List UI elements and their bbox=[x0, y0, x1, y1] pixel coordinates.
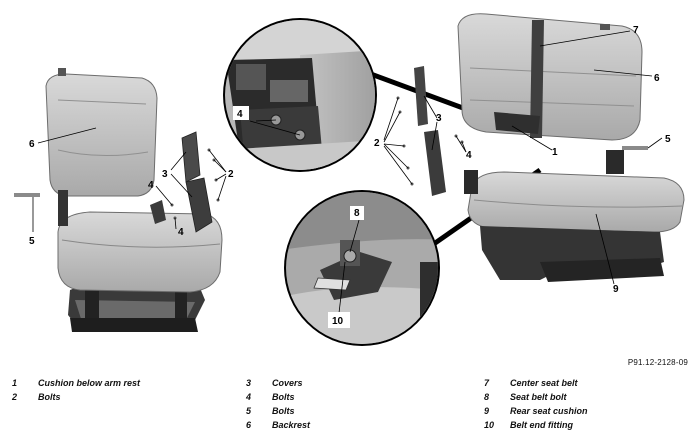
right-cover-lower bbox=[424, 130, 446, 196]
left-seat-base-frame bbox=[68, 282, 205, 332]
left-seat-callouts: 6 3 2 4 4 5 bbox=[29, 127, 234, 247]
callout-right-4: 4 bbox=[466, 150, 472, 161]
legend-label: Center seat belt bbox=[510, 378, 578, 388]
legend-number: 10 bbox=[484, 420, 495, 430]
legend-label: Backrest bbox=[272, 420, 311, 430]
right-center-seat-belt bbox=[530, 20, 544, 138]
right-seat-callouts: 7 6 3 2 4 1 5 9 bbox=[374, 25, 671, 295]
legend-label: Cushion below arm rest bbox=[38, 378, 141, 388]
callout-left-3: 3 bbox=[162, 169, 168, 180]
legend-label: Bolts bbox=[272, 406, 295, 416]
legend-number: 4 bbox=[246, 392, 252, 402]
legend-item: 6 Backrest bbox=[246, 418, 476, 432]
legend-label: Bolts bbox=[38, 392, 61, 402]
callout-right-5: 5 bbox=[665, 134, 671, 145]
legend-label: Rear seat cushion bbox=[510, 406, 588, 416]
callout-left-4b: 4 bbox=[178, 227, 184, 238]
legend-number: 2 bbox=[12, 392, 18, 402]
callout-zoom-bottom-10: 10 bbox=[332, 316, 344, 327]
legend-label: Bolts bbox=[272, 392, 295, 402]
legend-number: 1 bbox=[12, 378, 18, 388]
callout-left-2: 2 bbox=[228, 169, 234, 180]
callout-left-4a: 4 bbox=[148, 180, 154, 191]
callout-right-6: 6 bbox=[654, 73, 660, 84]
left-cover-lower bbox=[185, 177, 213, 233]
legend-item: 8 Seat belt bolt bbox=[484, 390, 700, 404]
legend-item: 2 Bolts bbox=[12, 390, 242, 404]
callout-zoom-bottom-8: 8 bbox=[354, 208, 360, 219]
legend-number: 7 bbox=[484, 378, 490, 388]
figure-code: P91.12-2128-09 bbox=[627, 358, 688, 367]
callout-right-2: 2 bbox=[374, 138, 380, 149]
right-seat-illustration bbox=[396, 13, 685, 282]
legend-item: 9 Rear seat cushion bbox=[484, 404, 700, 418]
left-cover-upper bbox=[181, 131, 201, 183]
right-rear-seat-cushion bbox=[467, 171, 685, 233]
legend-number: 3 bbox=[246, 378, 252, 388]
legend-label: Covers bbox=[272, 378, 303, 388]
legend-item: 3 Covers bbox=[246, 376, 476, 390]
right-cover-upper bbox=[414, 66, 428, 126]
legend-column-3: 7 Center seat belt 8 Seat belt bolt 9 Rear … bbox=[484, 376, 700, 432]
legend-item: 5 Bolts bbox=[246, 404, 476, 418]
legend-item: 1 Cushion below arm rest bbox=[12, 376, 242, 390]
exploded-seat-diagram: 6 3 2 4 4 5 4 bbox=[14, 13, 685, 346]
legend-label: Belt end fitting bbox=[510, 420, 573, 430]
legend-number: 5 bbox=[246, 406, 252, 416]
left-seat-illustration bbox=[14, 68, 223, 332]
callout-left-5: 5 bbox=[29, 236, 35, 247]
legend-number: 9 bbox=[484, 406, 490, 416]
left-seat-cushion bbox=[57, 211, 223, 293]
legend-item: 10 Belt end fitting bbox=[484, 418, 700, 432]
legend-item: 4 Bolts bbox=[246, 390, 476, 404]
callout-zoom-top-4: 4 bbox=[237, 109, 243, 120]
callout-right-9: 9 bbox=[613, 284, 619, 295]
callout-right-1: 1 bbox=[552, 147, 558, 158]
callout-right-3: 3 bbox=[436, 113, 442, 124]
callout-left-6: 6 bbox=[29, 139, 35, 150]
legend-column-1: 1 Cushion below arm rest 2 Bolts bbox=[12, 376, 242, 404]
legend-number: 6 bbox=[246, 420, 252, 430]
right-seat-backrest bbox=[457, 13, 643, 141]
legend-number: 8 bbox=[484, 392, 490, 402]
left-bolt-5 bbox=[14, 193, 40, 197]
right-bolt-5 bbox=[622, 146, 648, 150]
legend-label: Seat belt bolt bbox=[510, 392, 567, 402]
left-seat-backrest bbox=[45, 73, 158, 197]
legend-item: 7 Center seat belt bbox=[484, 376, 700, 390]
callout-right-7: 7 bbox=[633, 25, 639, 36]
